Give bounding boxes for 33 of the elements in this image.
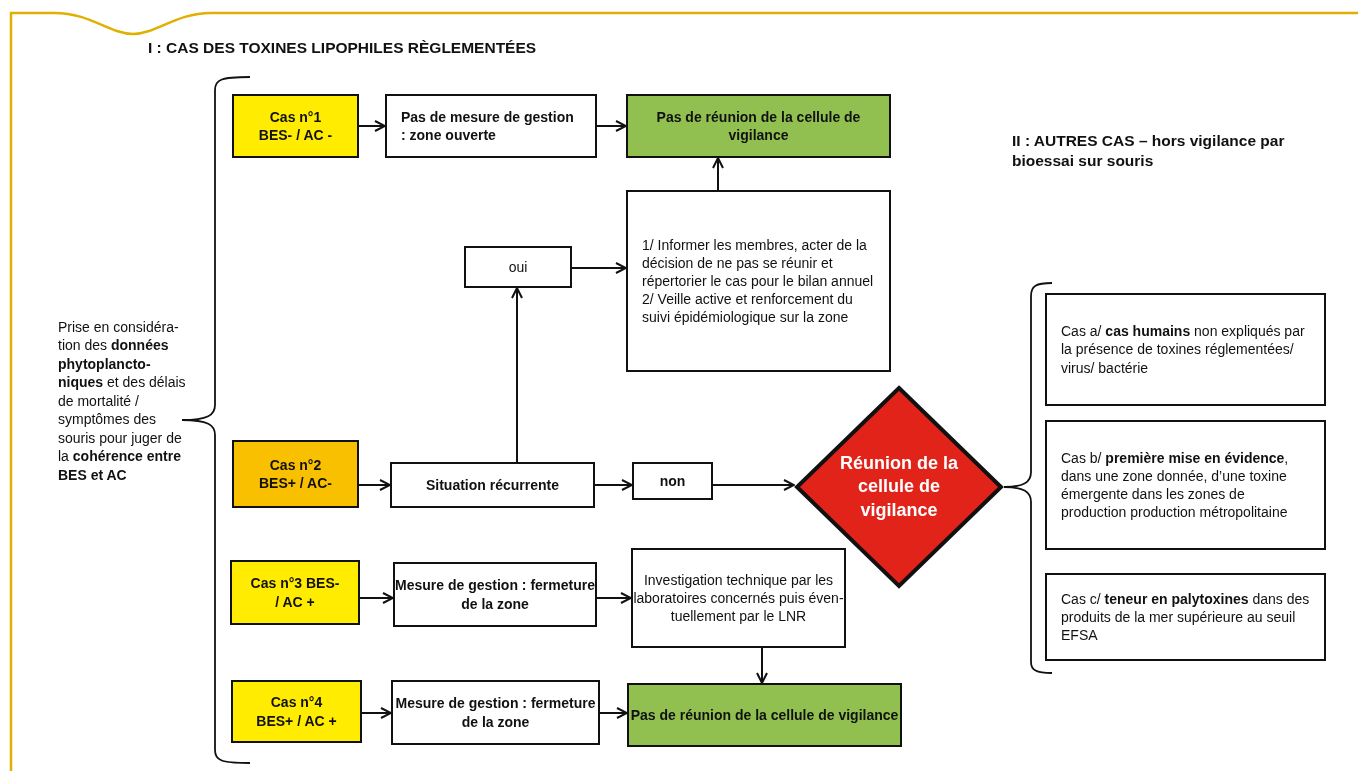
process-box: Situation récurrente: [390, 462, 595, 508]
case-box: Cas a/ cas humains non expliqués par la présence de toxines réglementées/ virus/ bactérie: [1045, 293, 1326, 406]
arrow: [756, 647, 768, 684]
case-box: Cas c/ teneur en palytoxines dans des produits de la mer supérieure au seuil EFSA: [1045, 573, 1326, 661]
case-box: Cas b/ première mise en évidence, dans une zone donnée, d’une toxine émergente dans les zones de production production métropolitaine: [1045, 420, 1326, 550]
arrow: [712, 157, 724, 191]
action-box: 1/ Informer les membres, acter de la décision de ne pas se réunir et répertorier le cas pour le bilan annuel 2/ Veille active et renforcement du suivi épidémiologique sur la zone: [626, 190, 891, 372]
arrow: [358, 479, 391, 491]
arrow: [596, 120, 627, 132]
case-box: Cas n°1 BES- / AC -: [232, 94, 359, 158]
case-box: Cas n°4 BES+ / AC +: [231, 680, 362, 743]
process-box: Mesure de gestion : fermeture de la zone: [393, 562, 597, 627]
arrow: [596, 592, 632, 604]
outcome-box: Pas de réunion de la cellule de vigilance: [627, 683, 902, 747]
section-heading: I : CAS DES TOXINES LIPOPHILES RÈGLEMENTÉES: [148, 38, 538, 58]
arrow: [359, 592, 394, 604]
process-box: Mesure de gestion : fermeture de la zone: [391, 680, 600, 745]
arrow: [712, 479, 795, 491]
arrow: [571, 262, 627, 274]
outcome-box: Pas de réunion de la cellule de vigilance: [626, 94, 891, 158]
decision-box: oui: [464, 246, 572, 288]
decision-box: non: [632, 462, 713, 500]
case-box: Cas n°2 BES+ / AC-: [232, 440, 359, 508]
arrow: [511, 287, 523, 463]
arrow: [599, 707, 628, 719]
process-box: Investigation technique par les laboratoires concernés puis éven- tuellement par le LNR: [631, 548, 846, 648]
arrow: [594, 479, 633, 491]
note-text: Prise en considéra- tion des données phytoplancto- niques et des délais de mortalité / symptômes des souris pour juger de la cohérence entre BES et AC: [58, 318, 187, 485]
arrow: [361, 707, 392, 719]
arrow: [358, 120, 386, 132]
case-box: Cas n°3 BES- / AC +: [230, 560, 360, 625]
process-box: Pas de mesure de gestion : zone ouverte: [385, 94, 597, 158]
section-heading: II : AUTRES CAS – hors vigilance par bioessai sur souris: [1012, 131, 1286, 172]
